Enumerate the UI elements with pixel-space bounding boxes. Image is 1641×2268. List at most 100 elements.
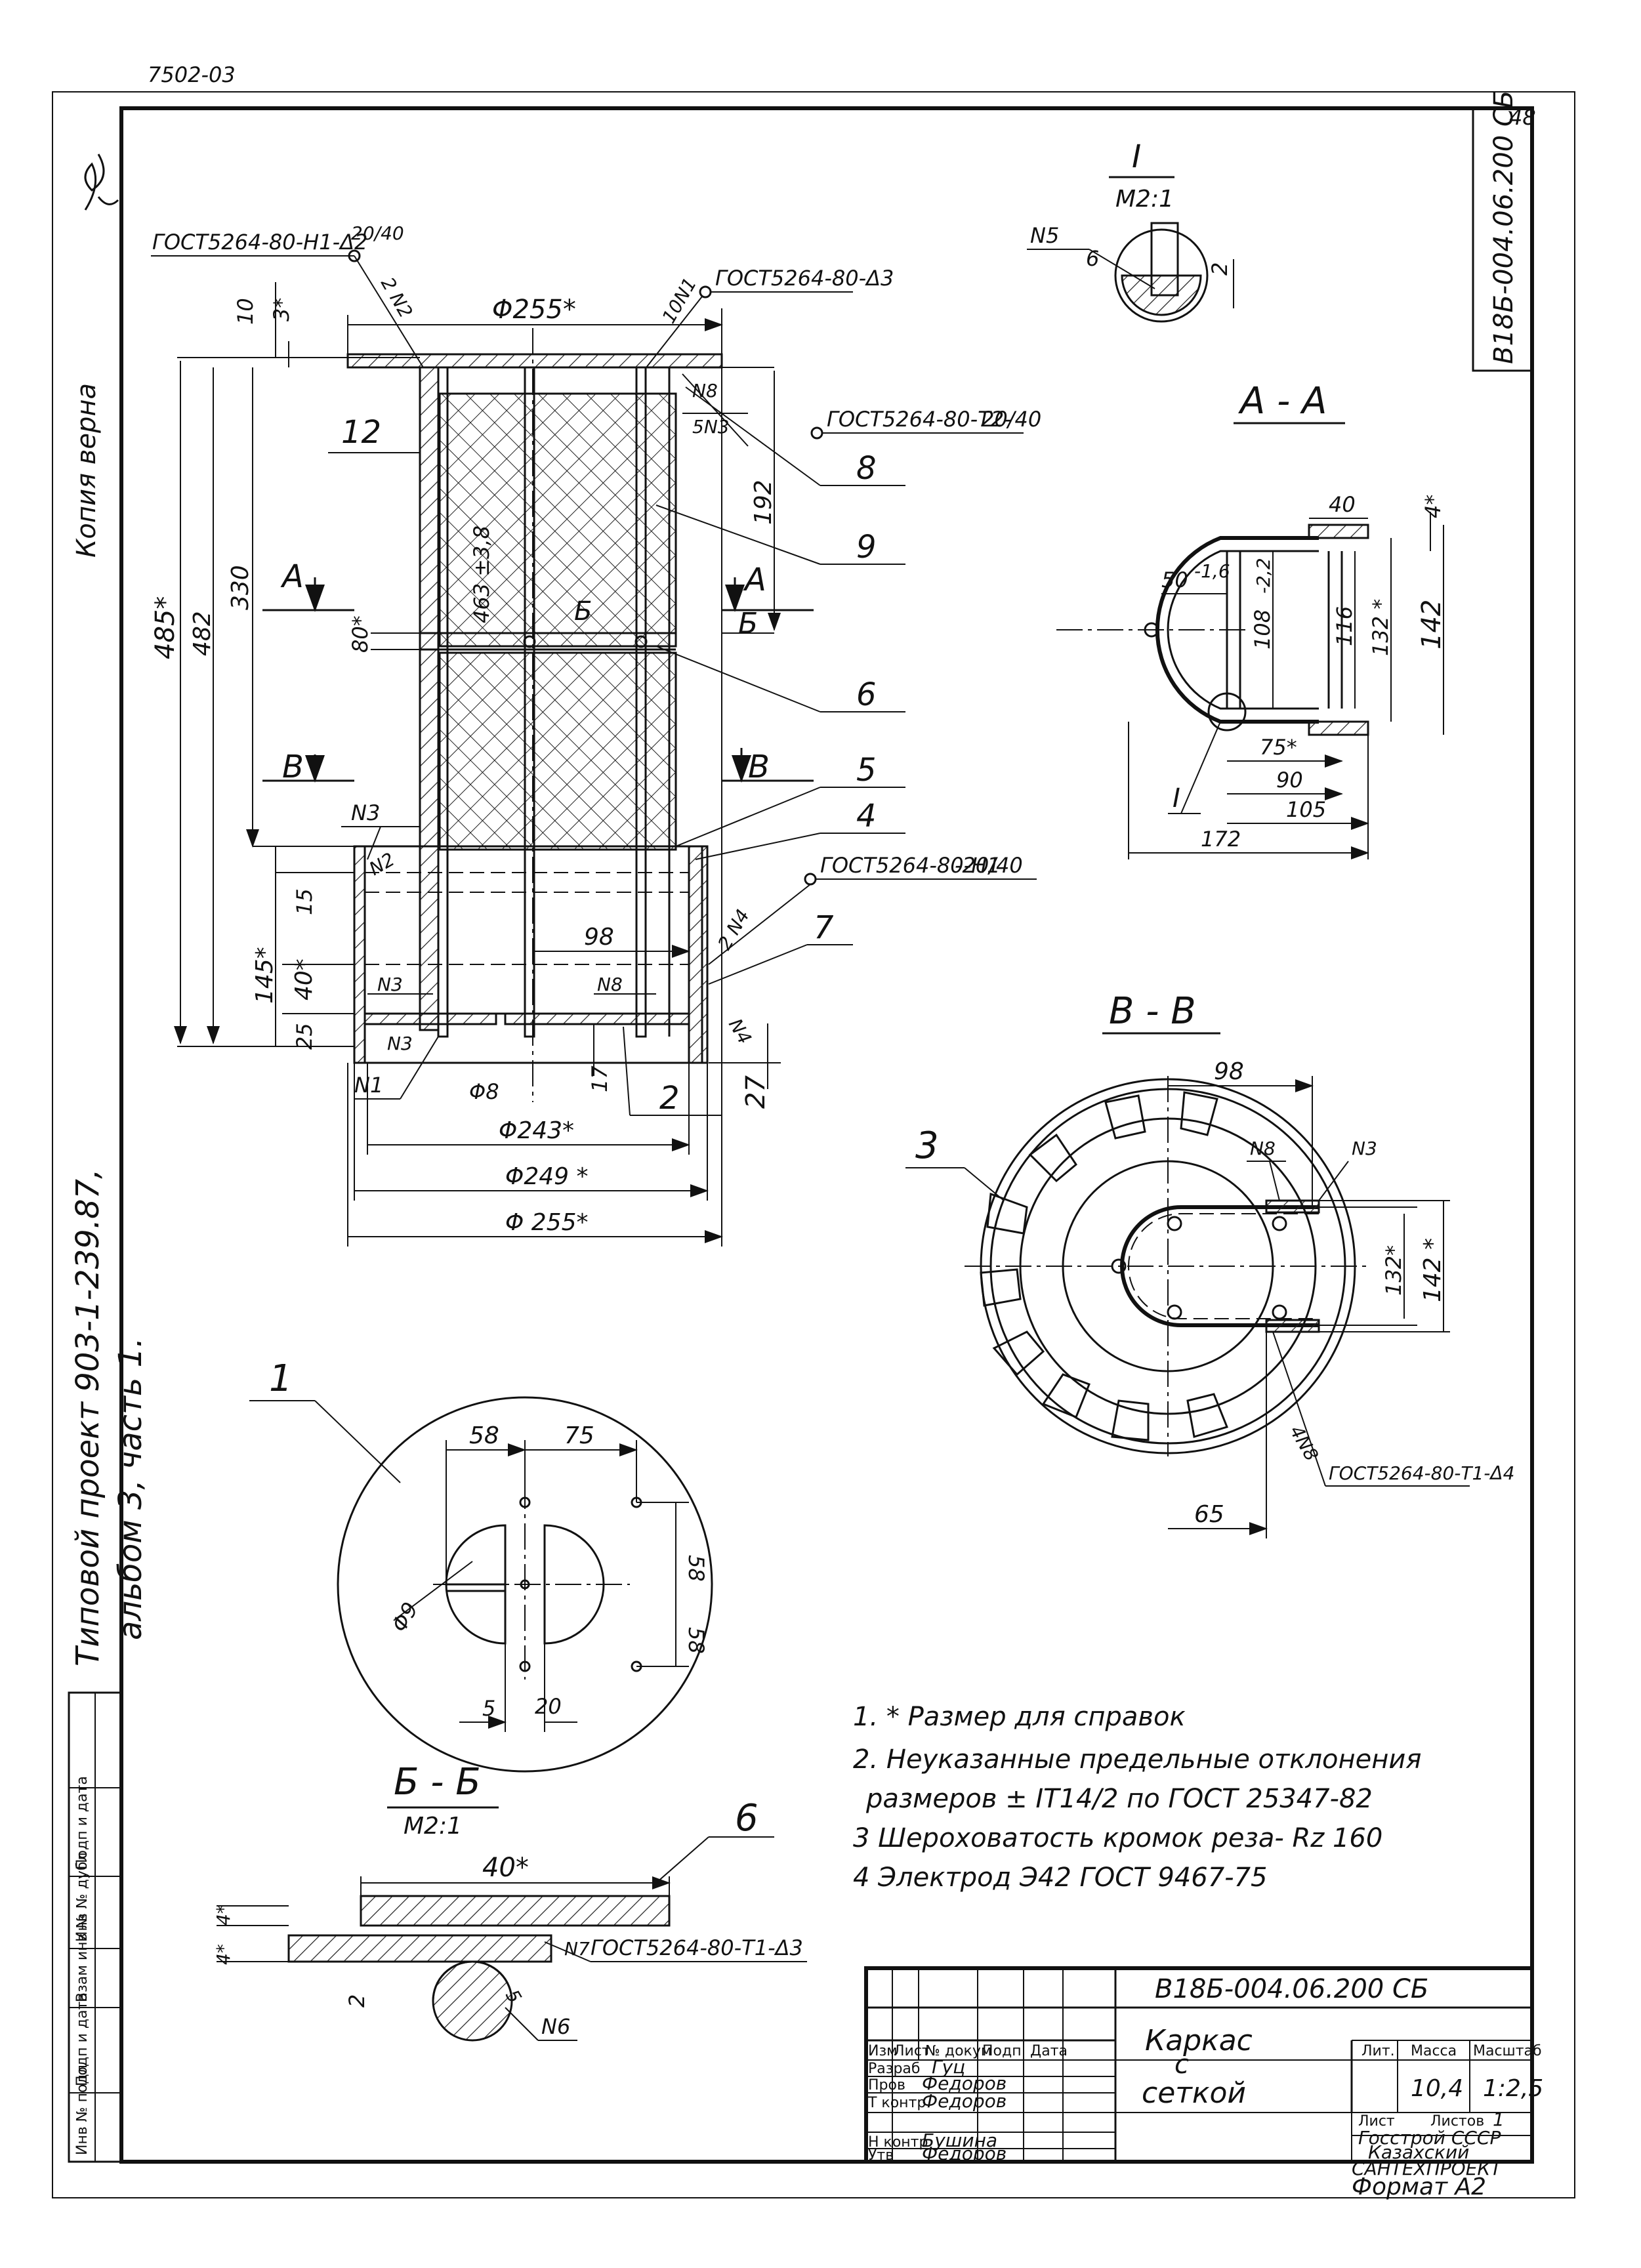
- corner-stamp: 48 В18Б-004.06.200 СБ: [1472, 91, 1536, 372]
- svg-text:10: 10: [233, 298, 258, 325]
- svg-text:I: I: [1132, 138, 1141, 175]
- svg-text:-20/40: -20/40: [955, 853, 1023, 878]
- detail-view-I: I М2:1 2 N5 6: [1027, 138, 1234, 323]
- svg-text:8: 8: [856, 450, 877, 487]
- plate-view-1: 58 75 58 58 Φ9 5 20 1: [249, 1357, 713, 1773]
- svg-text:485*: 485*: [150, 596, 180, 659]
- svg-text:108: 108: [1250, 609, 1275, 649]
- svg-text:142 *: 142 *: [1419, 1238, 1446, 1302]
- svg-text:3 Шероховатость кромок реза- R: 3 Шероховатость кромок реза- Rz 160: [853, 1823, 1382, 1853]
- svg-text:4*: 4*: [213, 1944, 234, 1965]
- svg-text:75: 75: [564, 1422, 594, 1449]
- svg-text:N4: N4: [724, 1015, 756, 1048]
- svg-text:A: A: [743, 562, 766, 598]
- svg-text:1:2,5: 1:2,5: [1483, 2075, 1543, 2102]
- svg-text:40*: 40*: [482, 1853, 529, 1883]
- part-leaders: 12 8 9 6 5 4 7 2: [328, 386, 905, 1117]
- svg-text:N3: N3: [1352, 1138, 1377, 1159]
- section-A-A: А - А I 40 4* 50 -1,6 108 -2,2 116 132 *…: [1056, 380, 1447, 859]
- svg-text:N6: N6: [541, 2014, 570, 2039]
- svg-text:330: 330: [227, 565, 254, 610]
- svg-text:5: 5: [482, 1696, 495, 1721]
- svg-text:65: 65: [1194, 1501, 1224, 1528]
- svg-text:6: 6: [735, 1797, 758, 1840]
- svg-text:ГОСТ5264-80-Н1: ГОСТ5264-80-Н1: [820, 853, 1001, 878]
- svg-text:58: 58: [684, 1627, 709, 1654]
- mesh-lower: [438, 651, 677, 851]
- svg-text:ГОСТ5264-80-Т1-Δ3: ГОСТ5264-80-Т1-Δ3: [591, 1935, 803, 1960]
- svg-text:6: 6: [1086, 246, 1099, 271]
- svg-text:N3: N3: [387, 1033, 413, 1054]
- svg-text:9: 9: [856, 529, 877, 566]
- copy-note: Копия верна: [72, 383, 102, 558]
- side-stamp: Инв № подл Подп и дата Взам инв № Инв № …: [68, 1691, 123, 2163]
- svg-text:Б - Б: Б - Б: [394, 1761, 481, 1804]
- project-note-1: Типовой проект 903-1-239.87,: [70, 1169, 106, 1666]
- svg-text:Взам инв №: Взам инв №: [74, 1914, 91, 2002]
- svg-text:Φ243*: Φ243*: [499, 1117, 574, 1144]
- svg-text:2: 2: [659, 1080, 680, 1117]
- svg-text:98: 98: [584, 924, 614, 951]
- svg-text:116: 116: [1332, 606, 1357, 646]
- svg-text:1. * Размер для справок: 1. * Размер для справок: [853, 1702, 1186, 1732]
- svg-text:N8: N8: [597, 974, 623, 995]
- svg-text:20/40: 20/40: [981, 407, 1041, 432]
- svg-text:6: 6: [856, 676, 877, 713]
- svg-text:Лит.: Лит.: [1361, 2043, 1395, 2059]
- svg-text:Лист: Лист: [1358, 2113, 1395, 2130]
- svg-text:1: 1: [1493, 2109, 1505, 2130]
- svg-text:25: 25: [292, 1023, 317, 1050]
- svg-text:-2,2: -2,2: [1253, 558, 1274, 594]
- svg-text:4*: 4*: [1421, 495, 1445, 518]
- svg-text:Дата: Дата: [1030, 2043, 1068, 2059]
- svg-text:75*: 75*: [1260, 735, 1297, 760]
- inner-frame: [119, 106, 1534, 2164]
- ring-slots: [980, 1091, 1229, 1441]
- section-B-B: Б - Б М2:1 40* 4* 4* 2 5 6 N7 ГОСТ5264-8…: [213, 1761, 807, 2042]
- svg-text:Лист: Лист: [894, 2043, 930, 2059]
- svg-text:12: 12: [341, 414, 381, 451]
- svg-text:Гуц: Гуц: [932, 2056, 965, 2078]
- svg-text:3*: 3*: [269, 298, 294, 321]
- top-plate: [346, 353, 723, 369]
- org-line-3: САНТЕХПРОЕКТ: [1352, 2158, 1503, 2179]
- svg-text:10N1: 10N1: [657, 274, 701, 327]
- svg-text:Разраб: Разраб: [868, 2061, 920, 2077]
- svg-text:15: 15: [292, 888, 317, 915]
- signature-mark: [84, 154, 119, 211]
- svg-text:7: 7: [814, 909, 834, 946]
- svg-text:Т контр: Т контр: [867, 2095, 926, 2111]
- svg-text:сеткой: сеткой: [1142, 2076, 1246, 2110]
- svg-text:Каркас: Каркас: [1145, 2024, 1253, 2057]
- svg-text:58: 58: [469, 1422, 499, 1449]
- svg-text:№ докум: № докум: [925, 2043, 991, 2059]
- svg-text:I: I: [1173, 783, 1180, 814]
- svg-text:Подп и дата: Подп и дата: [74, 1992, 91, 2086]
- svg-text:В - В: В - В: [1109, 990, 1196, 1033]
- svg-text:A: A: [280, 558, 304, 595]
- svg-text:2 N4: 2 N4: [713, 905, 753, 953]
- svg-text:ГОСТ5264-80-Н1-Δ2: ГОСТ5264-80-Н1-Δ2: [152, 230, 367, 255]
- svg-text:Федоров: Федоров: [922, 2072, 1007, 2094]
- svg-text:145*: 145*: [251, 947, 278, 1004]
- svg-text:Изм: Изм: [868, 2043, 898, 2059]
- format-label: Формат А2: [1352, 2174, 1486, 2200]
- main-view: A A Б Б В В 485* 482 330 10 3* 463 ±3,8 …: [150, 222, 1041, 1247]
- svg-text:размеров ± IT14/2 по ГОСТ 2534: размеров ± IT14/2 по ГОСТ 25347-82: [865, 1784, 1373, 1814]
- left-casing: [419, 366, 440, 1031]
- notes: 1. * Размер для справок 2. Неуказанные п…: [853, 1702, 1421, 1893]
- svg-text:Федоров: Федоров: [922, 2090, 1007, 2112]
- lower-ring: [353, 845, 703, 1064]
- svg-text:А - А: А - А: [1238, 380, 1327, 423]
- svg-text:Листов: Листов: [1430, 2113, 1484, 2130]
- svg-text:463 ±3,8: 463 ±3,8: [469, 526, 494, 623]
- svg-text:В: В: [282, 749, 304, 785]
- svg-text:М2:1: М2:1: [1115, 186, 1174, 213]
- svg-text:Б: Б: [738, 607, 758, 640]
- svg-text:Инв № дубл: Инв № дубл: [74, 1852, 91, 1942]
- svg-text:105: 105: [1286, 797, 1326, 822]
- svg-text:132*: 132*: [1381, 1245, 1406, 1296]
- svg-text:ГОСТ5264-80-Т2-: ГОСТ5264-80-Т2-: [827, 407, 1012, 432]
- svg-text:80*: 80*: [348, 615, 373, 653]
- svg-text:4: 4: [856, 798, 877, 835]
